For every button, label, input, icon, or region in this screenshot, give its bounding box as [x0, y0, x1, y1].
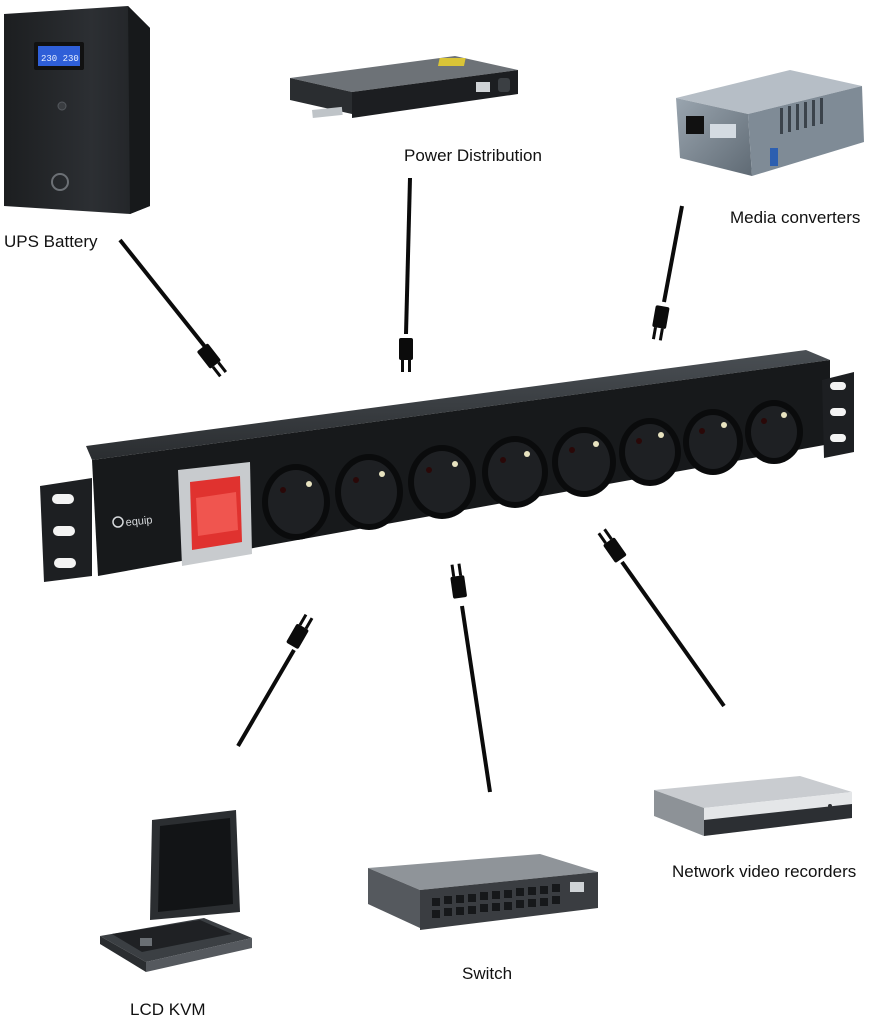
socket-7[interactable]: [683, 409, 743, 475]
lcd-kvm-label: LCD KVM: [130, 1000, 206, 1019]
pdu-brand-text: equip: [125, 514, 153, 529]
dc-jack-icon: [686, 116, 704, 134]
switch-port-row: [432, 884, 560, 918]
ups-screen: [38, 46, 80, 66]
ethernet-port-icon: [476, 82, 490, 92]
pdu-socket-row: [262, 400, 803, 540]
media-converter-device: [676, 70, 864, 176]
kvm-touchpad-icon: [140, 938, 152, 946]
plug-icon: [448, 563, 468, 599]
pdu-yellow-label: [437, 58, 466, 66]
mgmt-port-icon: [312, 106, 343, 118]
power-distribution-device: [290, 56, 518, 118]
socket-4[interactable]: [482, 436, 548, 508]
cable-lcd-kvm: [236, 612, 316, 748]
switch-device: [368, 854, 598, 930]
cable-network-video-recorders: [595, 527, 726, 708]
ups-logo-icon: [51, 173, 69, 191]
rack-pdu-strip: equip: [40, 350, 854, 582]
cable-media-converters: [649, 205, 684, 341]
kvm-screen: [158, 818, 233, 912]
ups-battery-label: UPS Battery: [4, 232, 98, 251]
cable-switch: [448, 563, 492, 793]
lcd-kvm-device: [100, 810, 252, 972]
plug-icon: [285, 612, 316, 650]
nvr-led-icon: [828, 804, 832, 808]
media-converters-label: Media converters: [730, 208, 861, 227]
socket-1[interactable]: [262, 464, 330, 540]
socket-2[interactable]: [335, 454, 403, 530]
ups-screen-text: 230 230: [41, 54, 79, 64]
power-inlet-icon: [498, 78, 510, 92]
socket-6[interactable]: [619, 418, 681, 486]
ups-battery-device: 230 230: [4, 6, 150, 214]
power-distribution-label: Power Distribution: [404, 146, 542, 165]
plug-icon: [399, 338, 413, 372]
cable-ups-battery: [118, 238, 229, 379]
network-video-recorders-label: Network video recorders: [672, 862, 857, 881]
switch-uplink-port-icon: [570, 882, 584, 892]
cable-power-distribution: [399, 177, 413, 372]
network-video-recorder-device: [654, 776, 852, 836]
socket-8[interactable]: [745, 400, 803, 464]
socket-3[interactable]: [408, 445, 476, 519]
ups-power-button: [57, 101, 67, 111]
fiber-port-icon: [770, 148, 778, 166]
plug-icon: [595, 527, 627, 564]
socket-5[interactable]: [552, 427, 616, 497]
pdu-power-switch[interactable]: [178, 462, 252, 566]
pdu-top-face: [86, 350, 830, 460]
plug-icon: [196, 343, 229, 379]
equip-logo-icon: [112, 516, 124, 528]
switch-label: Switch: [462, 964, 513, 983]
plug-icon: [649, 305, 670, 341]
media-converter-label: [710, 124, 736, 138]
